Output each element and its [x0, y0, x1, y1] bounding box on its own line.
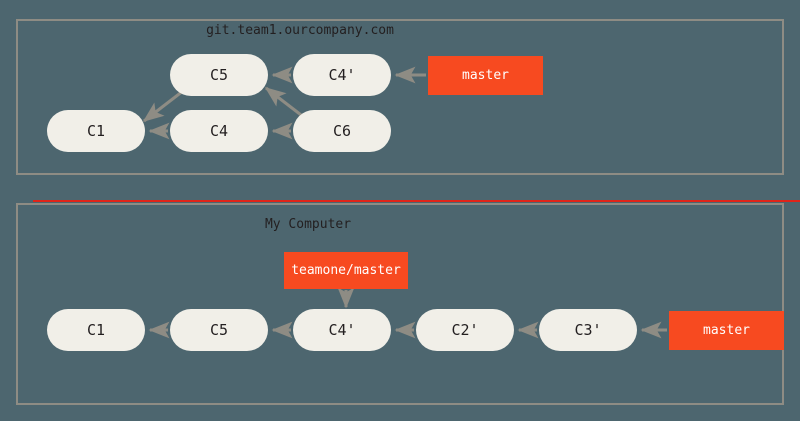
branch-label-master-server[interactable]: master — [428, 56, 543, 95]
commit-node-c5-server[interactable]: C5 — [170, 54, 268, 96]
commit-node-c1-local[interactable]: C1 — [47, 309, 145, 351]
commit-node-c5-local[interactable]: C5 — [170, 309, 268, 351]
commit-node-c3prime-local[interactable]: C3' — [539, 309, 637, 351]
commit-node-c1-server[interactable]: C1 — [47, 110, 145, 152]
branch-label-teamone-master[interactable]: teamone/master — [284, 252, 408, 289]
commit-node-c4prime-server[interactable]: C4' — [293, 54, 391, 96]
commit-node-c6-server[interactable]: C6 — [293, 110, 391, 152]
branch-label-master-local[interactable]: master — [669, 311, 784, 350]
commit-node-c4prime-local[interactable]: C4' — [293, 309, 391, 351]
panel-local — [16, 203, 784, 405]
commit-node-c4-server[interactable]: C4 — [170, 110, 268, 152]
panel-server-title: git.team1.ourcompany.com — [206, 23, 394, 38]
panel-server — [16, 19, 784, 175]
commit-node-c2prime-local[interactable]: C2' — [416, 309, 514, 351]
panel-local-title: My Computer — [264, 217, 352, 232]
panel-divider-line — [33, 200, 800, 202]
